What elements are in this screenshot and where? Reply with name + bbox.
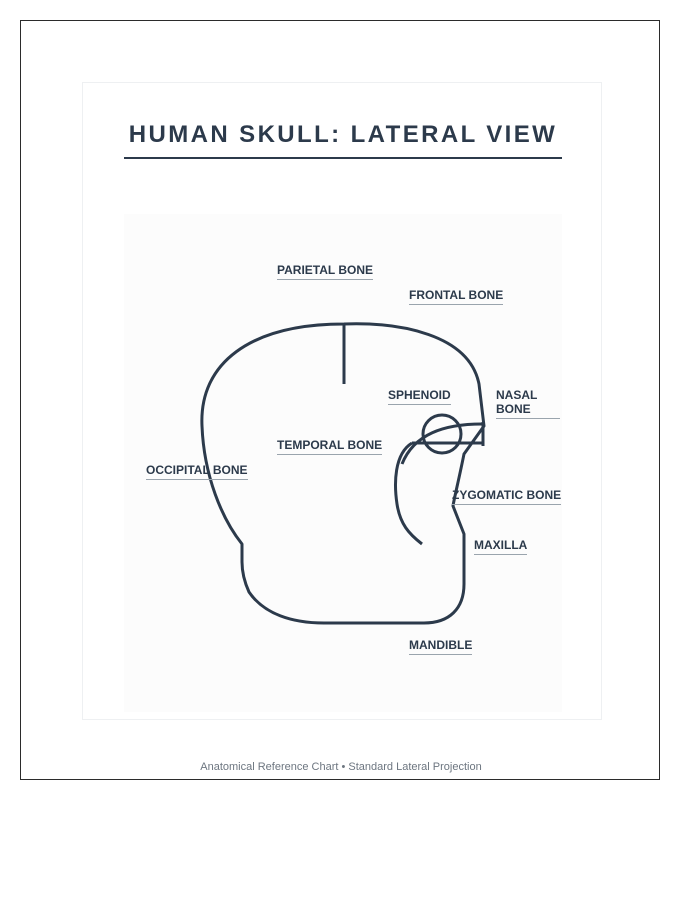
page-title: HUMAN SKULL: LATERAL VIEW bbox=[124, 121, 562, 159]
page-frame: HUMAN SKULL: LATERAL VIEW PARIETAL BONE … bbox=[20, 20, 660, 780]
label-mandible: MANDIBLE bbox=[409, 638, 473, 655]
label-sphenoid: SPHENOID bbox=[388, 388, 451, 405]
skull-diagram: PARIETAL BONE FRONTAL BONE SPHENOID NASA… bbox=[124, 214, 562, 712]
zygomatic-arch-curve bbox=[400, 422, 483, 465]
skull-drawing bbox=[200, 322, 486, 625]
label-frontal-bone: FRONTAL BONE bbox=[409, 288, 504, 305]
orbit-circle bbox=[421, 413, 463, 455]
label-nasal-bone: NASAL BONE bbox=[496, 388, 560, 419]
label-occipital-bone: OCCIPITAL BONE bbox=[146, 463, 248, 480]
inner-jaw-curve bbox=[394, 441, 423, 546]
label-parietal-bone: PARIETAL BONE bbox=[277, 263, 374, 280]
skull-outline bbox=[200, 322, 486, 625]
chart-card: HUMAN SKULL: LATERAL VIEW PARIETAL BONE … bbox=[82, 82, 602, 720]
label-zygomatic-bone: ZYGOMATIC BONE bbox=[452, 488, 562, 505]
label-maxilla: MAXILLA bbox=[474, 538, 528, 555]
footer-caption: Anatomical Reference Chart • Standard La… bbox=[200, 761, 482, 773]
label-temporal-bone: TEMPORAL BONE bbox=[277, 438, 383, 455]
